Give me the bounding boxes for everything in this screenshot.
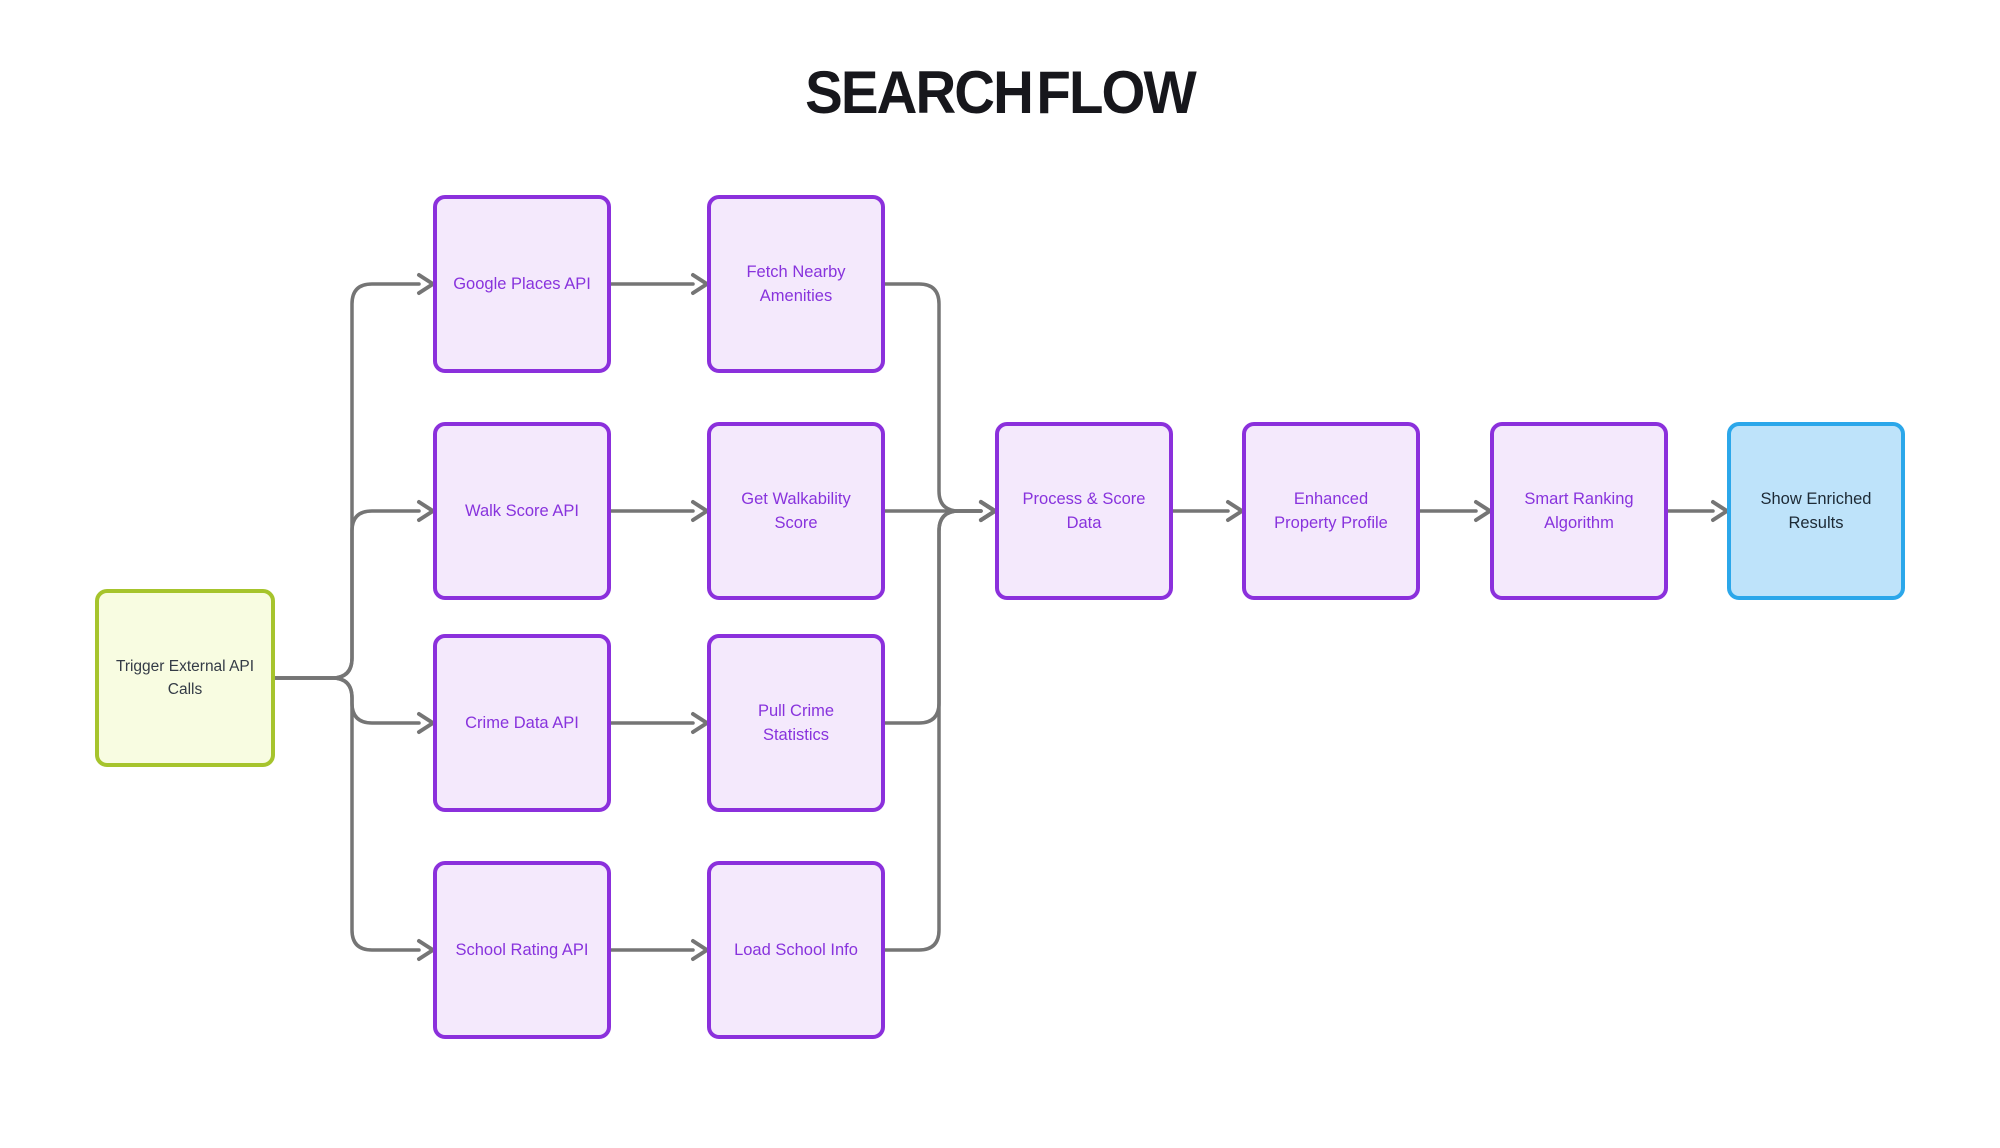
node-walk-score-api: Walk Score API xyxy=(433,422,611,600)
node-get-walkability-score: Get Walkability Score xyxy=(707,422,885,600)
node-google-places-api: Google Places API xyxy=(433,195,611,373)
edge-trigger-to-google-places xyxy=(273,273,435,680)
node-pull-crime-statistics: Pull Crime Statistics xyxy=(707,634,885,812)
edge-trigger-to-school-rating xyxy=(273,676,435,961)
node-load-school-info: Load School Info xyxy=(707,861,885,1039)
node-crime-data-api: Crime Data API xyxy=(433,634,611,812)
node-fetch-nearby-amenities: Fetch Nearby Amenities xyxy=(707,195,885,373)
node-process-and-score-data: Process & Score Data xyxy=(995,422,1173,600)
edge-load-school-to-process-score xyxy=(883,500,997,952)
edge-fetch-amenities-to-process-score xyxy=(883,282,997,522)
node-school-rating-api: School Rating API xyxy=(433,861,611,1039)
node-trigger-external-api-calls: Trigger External API Calls xyxy=(95,589,275,767)
node-show-enriched-results: Show Enriched Results xyxy=(1727,422,1905,600)
node-enhanced-property-profile: Enhanced Property Profile xyxy=(1242,422,1420,600)
edge-trigger-to-walk-score xyxy=(273,500,435,680)
page-title: SEARCH FLOW xyxy=(805,59,1197,126)
edge-pull-crime-to-process-score xyxy=(883,500,997,725)
node-smart-ranking-algorithm: Smart Ranking Algorithm xyxy=(1490,422,1668,600)
